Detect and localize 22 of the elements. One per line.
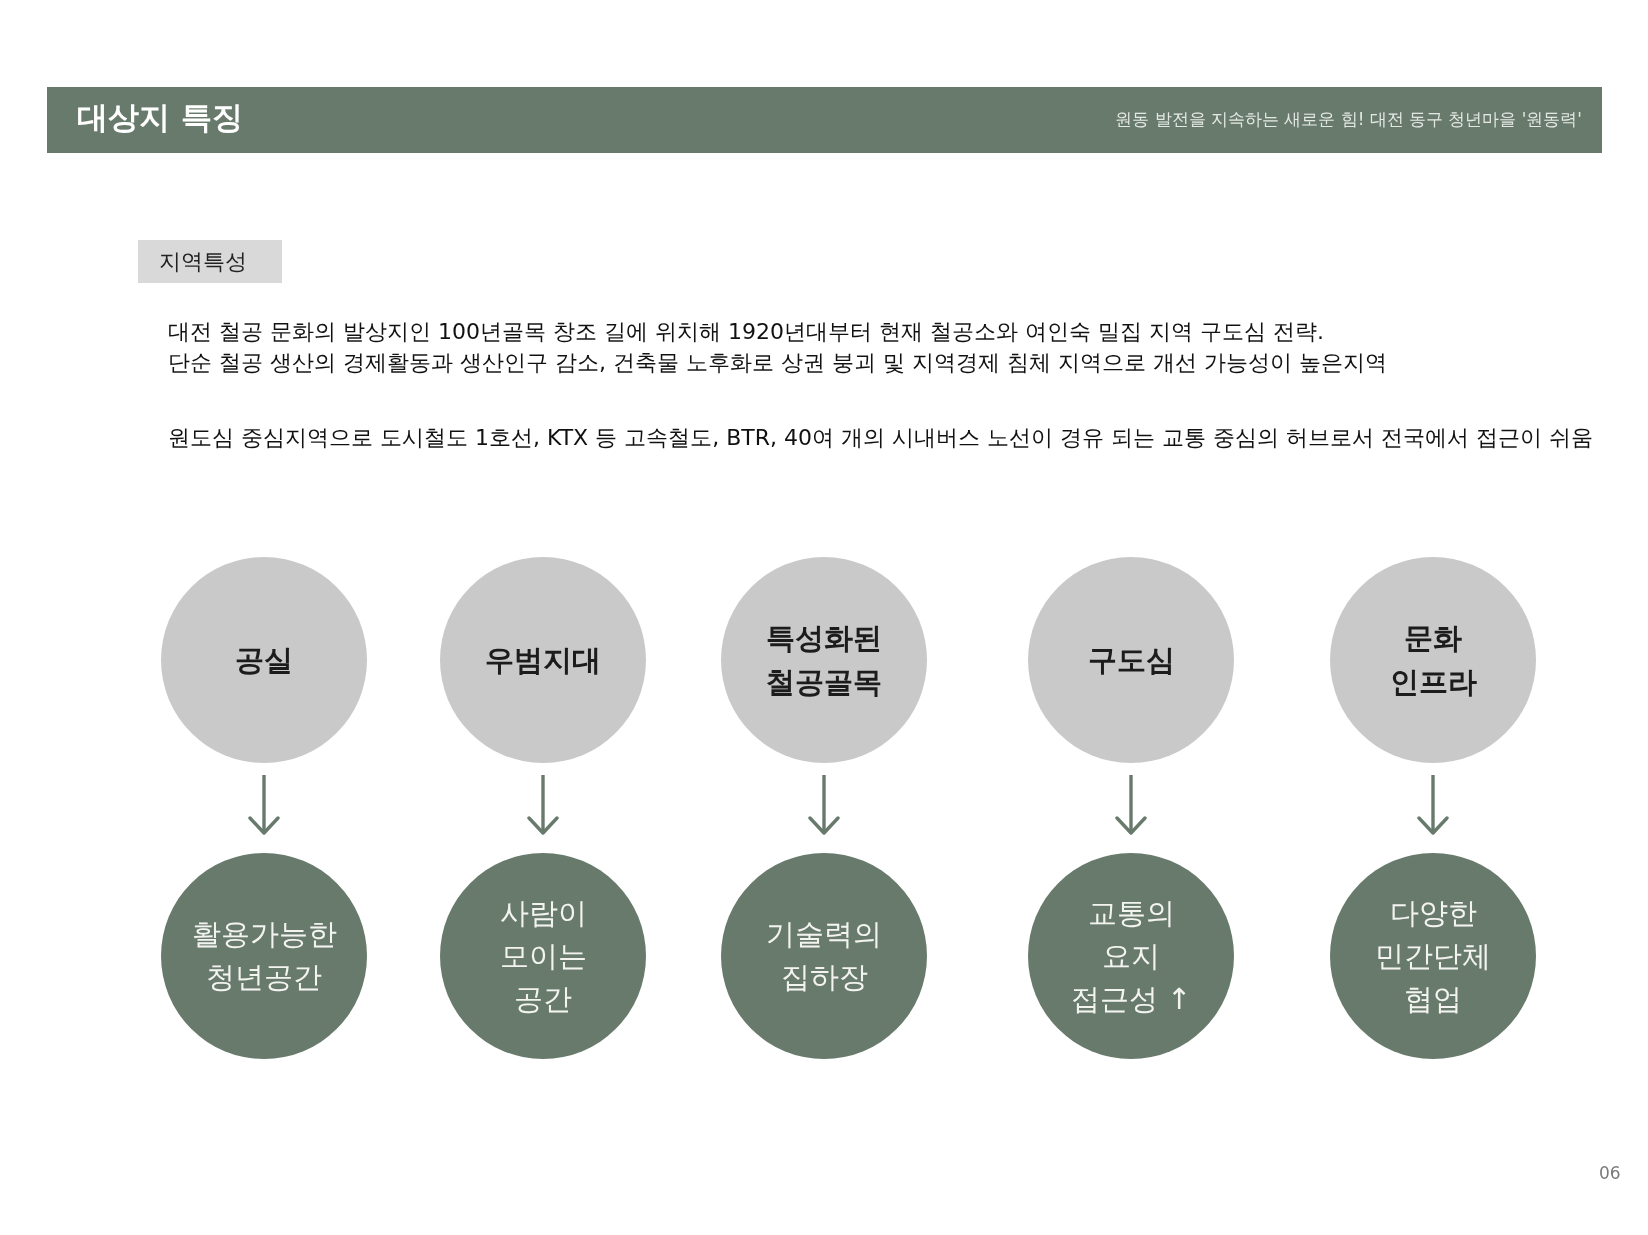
feature-circle: 우범지대 — [440, 557, 646, 763]
outcome-circle: 활용가능한 청년공간 — [161, 853, 367, 1059]
header-subtitle: 원동 발전을 지속하는 새로운 힘! 대전 동구 청년마을 '원동력' — [1115, 108, 1582, 130]
outcome-circle: 교통의 요지 접근성 ↑ — [1028, 853, 1234, 1059]
arrow — [808, 775, 840, 835]
outcome-circle: 다양한 민간단체 협업 — [1330, 853, 1536, 1059]
feature-circle: 구도심 — [1028, 557, 1234, 763]
feature-circle: 문화 인프라 — [1330, 557, 1536, 763]
section-tag: 지역특성 — [138, 240, 282, 283]
arrow — [527, 775, 559, 835]
page-title: 대상지 특징 — [77, 98, 243, 137]
arrow — [1115, 775, 1147, 835]
body-text: 원도심 중심지역으로 도시철도 1호선, KTX 등 고속철도, BTR, 40여 개의 시내버스 노선이 경유 되는 교통 중심의 허브로서 전국에서 접근이 쉬움 — [168, 424, 1593, 452]
body-text: 대전 철공 문화의 발상지인 100년골목 창조 길에 위치해 1920년대부터 현재 철공소와 여인숙 밀집 지역 구도심 전략. — [168, 318, 1324, 346]
feature-circle: 공실 — [161, 557, 367, 763]
body-text: 단순 철공 생산의 경제활동과 생산인구 감소, 건축물 노후화로 상권 붕괴 및 지역경제 침체 지역으로 개선 가능성이 높은지역 — [168, 349, 1387, 377]
arrow — [1417, 775, 1449, 835]
arrow — [248, 775, 280, 835]
feature-circle: 특성화된 철공골목 — [721, 557, 927, 763]
page-number: 06 — [1599, 1162, 1621, 1184]
outcome-circle: 기술력의 집하장 — [721, 853, 927, 1059]
outcome-circle: 사람이 모이는 공간 — [440, 853, 646, 1059]
